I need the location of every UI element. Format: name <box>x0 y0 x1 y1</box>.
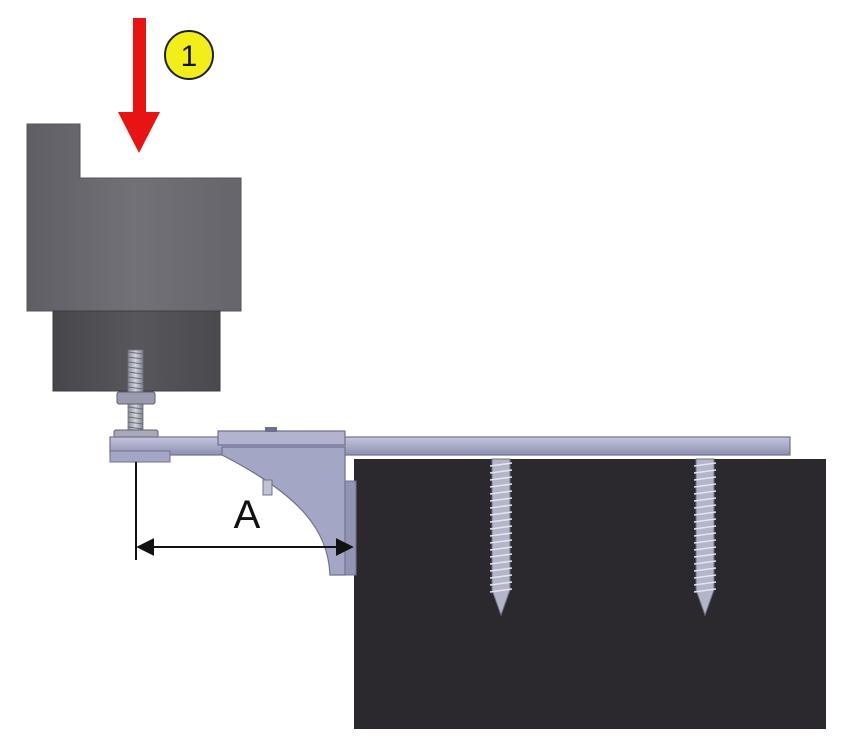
screw-thread <box>489 539 513 544</box>
screw-thread <box>489 476 513 481</box>
bracket-foot <box>109 450 171 463</box>
screw-thread <box>489 574 513 579</box>
screw-thread <box>693 490 717 495</box>
screw-thread <box>693 511 717 516</box>
screw-thread <box>693 539 717 544</box>
screw-thread <box>489 497 513 502</box>
dimension-a: A <box>135 462 354 560</box>
screw-thread <box>489 518 513 523</box>
screw-thread <box>693 518 717 523</box>
bracket-rivet <box>265 427 277 432</box>
screw-thread <box>489 490 513 495</box>
screw-thread <box>693 553 717 558</box>
screw-thread <box>693 574 717 579</box>
screw-thread <box>489 511 513 516</box>
screw-thread <box>693 560 717 565</box>
screw-thread <box>693 483 717 488</box>
press-down-arrow <box>118 18 160 153</box>
rod-nut <box>116 391 156 405</box>
screw-thread <box>489 553 513 558</box>
screw-left <box>489 458 513 617</box>
screw-thread <box>489 462 513 467</box>
machine-upper-block <box>26 123 242 312</box>
wooden-board <box>354 459 826 729</box>
bracket-clamp-top <box>217 430 346 446</box>
arrow-shaft <box>133 18 146 113</box>
mounting-bracket <box>109 427 791 576</box>
screw-thread <box>489 588 513 593</box>
screw-thread <box>693 567 717 572</box>
bracket-long-bar <box>109 436 791 456</box>
screw-thread <box>489 469 513 474</box>
step-number: 1 <box>181 40 198 73</box>
screw-thread <box>489 532 513 537</box>
screw-thread <box>489 581 513 586</box>
step-callout: 1 <box>164 30 214 80</box>
step-callout-circle <box>164 30 214 80</box>
screw-thread <box>489 525 513 530</box>
bracket-curved-arm <box>221 446 346 576</box>
screw-thread <box>693 588 717 593</box>
bracket-plate <box>344 480 357 576</box>
screw-thread <box>489 546 513 551</box>
screw-thread <box>693 504 717 509</box>
screw-thread <box>489 567 513 572</box>
screw-right <box>693 458 717 617</box>
arrow-head <box>118 112 160 153</box>
threaded-rod <box>113 349 159 443</box>
screw-thread <box>693 462 717 467</box>
screw-thread <box>693 532 717 537</box>
screw-thread <box>693 476 717 481</box>
screw-thread <box>693 469 717 474</box>
screw-thread <box>693 546 717 551</box>
screw-thread <box>489 483 513 488</box>
screw-thread <box>693 581 717 586</box>
screw-thread <box>489 504 513 509</box>
screw-thread <box>693 497 717 502</box>
bracket-screw-head-small <box>262 479 273 496</box>
screw-thread <box>489 560 513 565</box>
dimension-label: A <box>234 493 261 537</box>
screw-thread <box>693 525 717 530</box>
